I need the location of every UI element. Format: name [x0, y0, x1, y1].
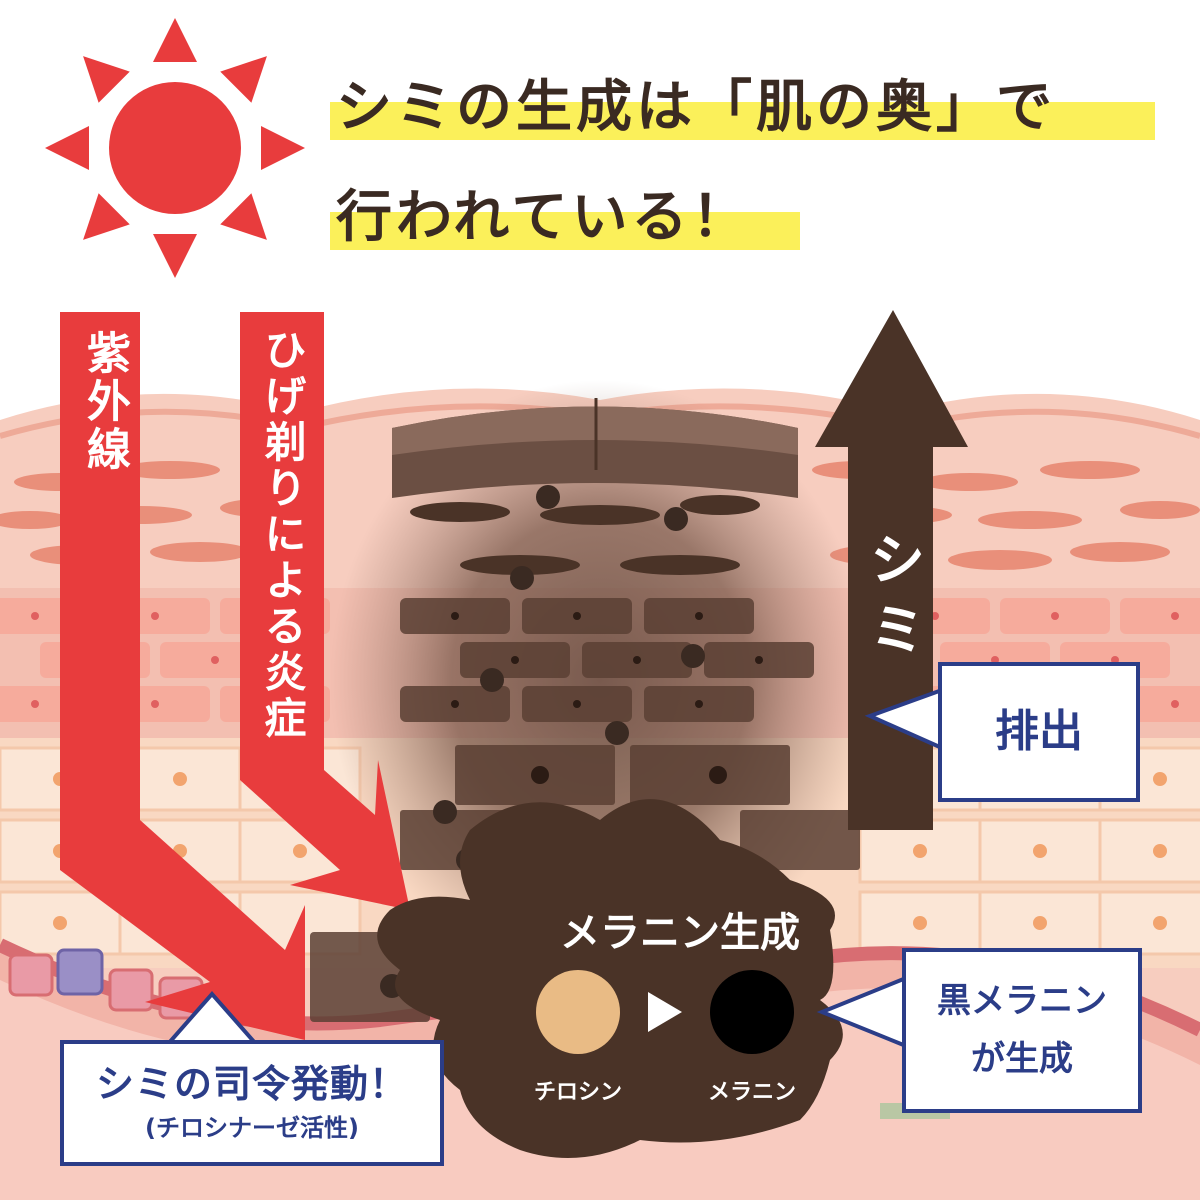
- headline-text-2: 行われている！: [336, 185, 752, 250]
- melanin-label: メラニン: [707, 1080, 796, 1105]
- uv-arrow-label: 紫外線: [79, 330, 130, 474]
- melanocyte-cell: [377, 799, 843, 1158]
- melanin-production-title: メラニン生成: [560, 910, 800, 956]
- command-sub-text: (チロシナーゼ活性): [145, 1114, 359, 1142]
- black-melanin-text-2: が生成: [971, 1039, 1073, 1079]
- excretion-text: 排出: [995, 706, 1083, 757]
- shaving-arrow: [240, 312, 410, 910]
- headline-line-2: 行われている！: [330, 172, 800, 264]
- uv-arrow: [60, 312, 305, 1040]
- black-melanin-text-1: 黒メラニン: [937, 981, 1107, 1021]
- shimi-arrow-label: シミ: [860, 530, 925, 670]
- sun-icon: [45, 18, 305, 278]
- tyrosine-circle: [536, 970, 620, 1054]
- melanin-circle: [710, 970, 794, 1054]
- command-callout: シミの司令発動！ (チロシナーゼ活性): [60, 1040, 444, 1166]
- play-triangle-icon: [648, 992, 682, 1032]
- black-melanin-callout: 黒メラニン が生成: [902, 948, 1142, 1113]
- tyrosine-label: チロシン: [533, 1080, 622, 1105]
- headline-line-1: シミの生成は「肌の奥」で: [330, 62, 1155, 154]
- headline-text-1: シミの生成は「肌の奥」で: [336, 75, 1056, 140]
- pigmented-flake: [392, 398, 798, 498]
- excretion-callout: 排出: [938, 662, 1140, 802]
- command-main-text: シミの司令発動！: [95, 1062, 408, 1106]
- shaving-arrow-label: ひげ剃りによる炎症: [258, 328, 307, 742]
